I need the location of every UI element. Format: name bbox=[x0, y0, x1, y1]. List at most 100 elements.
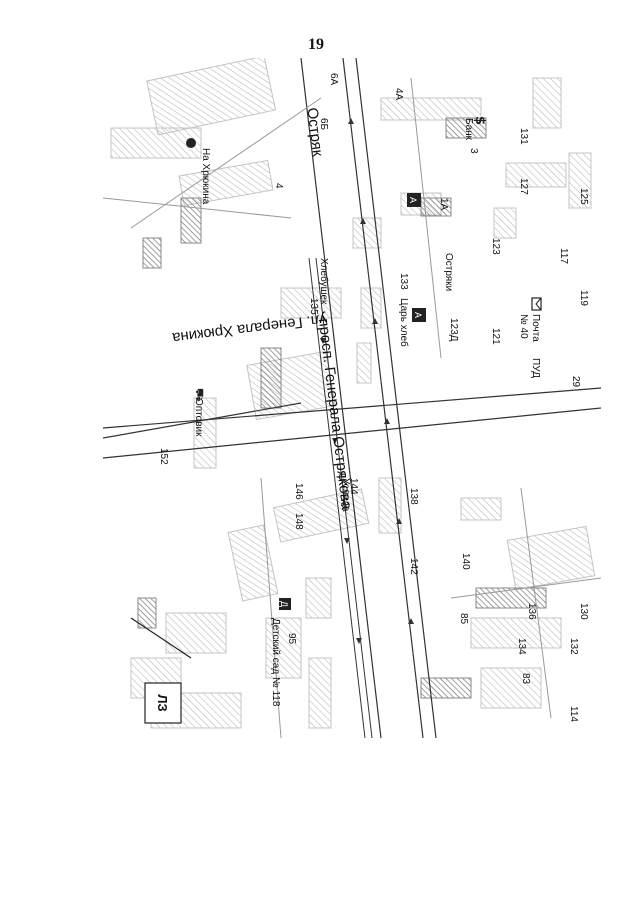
minor-roads bbox=[103, 77, 601, 738]
building bbox=[380, 97, 482, 121]
building bbox=[227, 524, 279, 602]
building bbox=[178, 159, 274, 207]
building bbox=[480, 667, 542, 709]
house-number: 123Д bbox=[448, 318, 459, 342]
building bbox=[137, 597, 157, 629]
shopping-cart-icon[interactable]: ⛟ bbox=[193, 388, 206, 402]
khrukina-street bbox=[103, 387, 601, 459]
envelope-icon[interactable] bbox=[531, 297, 542, 311]
house-number: 127 bbox=[518, 178, 529, 195]
avenue-arrows bbox=[320, 118, 414, 644]
house-number: 6А bbox=[328, 73, 339, 86]
house-numbers: 95 83 114 85 134 132 136 130 142 140 148… bbox=[158, 73, 589, 722]
building bbox=[445, 117, 487, 139]
house-number: 1А bbox=[438, 198, 449, 211]
map-svg: ЛЗ просп. Генерала Острякова Остряк ул. … bbox=[103, 58, 601, 738]
building bbox=[180, 197, 202, 244]
uslada-label: Услада bbox=[340, 478, 351, 512]
pud-label: ПУД bbox=[530, 358, 541, 378]
bank-label: Банк bbox=[463, 118, 474, 141]
buildings bbox=[110, 58, 596, 729]
poi-icons: Д ψ ⛟ А А bbox=[186, 116, 542, 610]
svg-text:А: А bbox=[408, 197, 418, 203]
prospect-name-fragment: Остряк bbox=[303, 107, 326, 158]
map-canvas: ЛЗ просп. Генерала Острякова Остряк ул. … bbox=[103, 58, 601, 738]
sheet-label: ЛЗ bbox=[130, 617, 192, 724]
svg-text:⛟: ⛟ bbox=[193, 388, 206, 402]
sheet-label-text: ЛЗ bbox=[155, 694, 170, 711]
house-number: 95 bbox=[286, 633, 297, 645]
house-number: 140 bbox=[460, 553, 471, 570]
house-number: 135 bbox=[308, 298, 319, 315]
school-icon[interactable]: Д bbox=[279, 598, 291, 610]
house-number: 131 bbox=[518, 128, 529, 145]
building bbox=[460, 497, 502, 521]
ostryaki-label: Остряки bbox=[443, 253, 454, 291]
building bbox=[260, 347, 282, 409]
house-number: 119 bbox=[578, 290, 589, 306]
building bbox=[360, 287, 382, 329]
building bbox=[493, 207, 517, 239]
svg-text:А: А bbox=[413, 312, 423, 318]
optovik-label: Оптовик bbox=[193, 398, 204, 437]
dollar-icon[interactable]: $ bbox=[472, 116, 487, 125]
building bbox=[308, 657, 332, 729]
building bbox=[475, 587, 547, 609]
svg-text:Д: Д bbox=[279, 601, 289, 607]
pochta-label: Почта bbox=[530, 314, 541, 342]
svg-text:ψ: ψ bbox=[336, 473, 350, 481]
map-background bbox=[103, 58, 601, 738]
kindergarten-label: Детский сад № 118 bbox=[270, 618, 281, 707]
bus-stop-icon[interactable]: А bbox=[407, 193, 421, 207]
building bbox=[378, 477, 402, 534]
building bbox=[352, 217, 382, 249]
building bbox=[506, 525, 596, 591]
house-number: 130 bbox=[578, 603, 589, 620]
na-khrukina-label: На Хрюкина bbox=[200, 148, 211, 205]
house-number: 29 bbox=[570, 376, 581, 388]
house-number: 123 bbox=[490, 238, 501, 255]
house-number: 4 bbox=[273, 183, 284, 189]
apple-icon[interactable] bbox=[186, 138, 196, 148]
house-number: 132 bbox=[568, 638, 579, 655]
house-number: 85 bbox=[458, 613, 469, 625]
house-number: 136 bbox=[526, 603, 537, 620]
house-number: 117 bbox=[558, 248, 569, 264]
house-number: 138 bbox=[408, 488, 419, 505]
house-number: 3 bbox=[468, 148, 479, 154]
map-frame[interactable]: ЛЗ просп. Генерала Острякова Остряк ул. … bbox=[103, 58, 601, 738]
building bbox=[110, 127, 202, 159]
house-number: 6Б bbox=[318, 118, 329, 131]
tsar-khleb-label: Царь хлеб bbox=[398, 298, 410, 347]
building bbox=[356, 342, 372, 384]
building bbox=[532, 77, 562, 129]
building bbox=[568, 152, 592, 209]
house-number: 152 bbox=[158, 448, 169, 465]
bus-stop-icon[interactable]: А bbox=[412, 308, 426, 322]
fork-knife-icon[interactable]: ψ bbox=[336, 473, 350, 481]
pochta-number-label: № 40 bbox=[518, 314, 529, 339]
building bbox=[142, 237, 162, 269]
building bbox=[165, 612, 227, 654]
building bbox=[505, 162, 567, 188]
house-number: 114 bbox=[568, 706, 579, 722]
house-number: 4А bbox=[393, 88, 404, 101]
house-number: 142 bbox=[408, 558, 419, 575]
house-number: 146 bbox=[293, 483, 304, 500]
house-number: 133 bbox=[398, 273, 409, 290]
buildings-dark bbox=[137, 117, 547, 699]
house-number: 134 bbox=[516, 638, 527, 655]
house-number: 144 bbox=[348, 478, 359, 495]
building bbox=[420, 677, 472, 699]
house-number: 148 bbox=[293, 513, 304, 530]
house-number: 121 bbox=[490, 328, 501, 345]
house-number: 125 bbox=[578, 188, 589, 205]
building bbox=[280, 287, 342, 319]
page-number: 19 bbox=[308, 36, 324, 53]
svg-text:$: $ bbox=[472, 116, 487, 125]
building bbox=[305, 577, 332, 619]
prospect-avenue bbox=[300, 58, 437, 738]
building bbox=[193, 397, 217, 469]
house-number: 83 bbox=[520, 673, 531, 685]
khlebushek-label: Хлебушек bbox=[318, 258, 330, 305]
